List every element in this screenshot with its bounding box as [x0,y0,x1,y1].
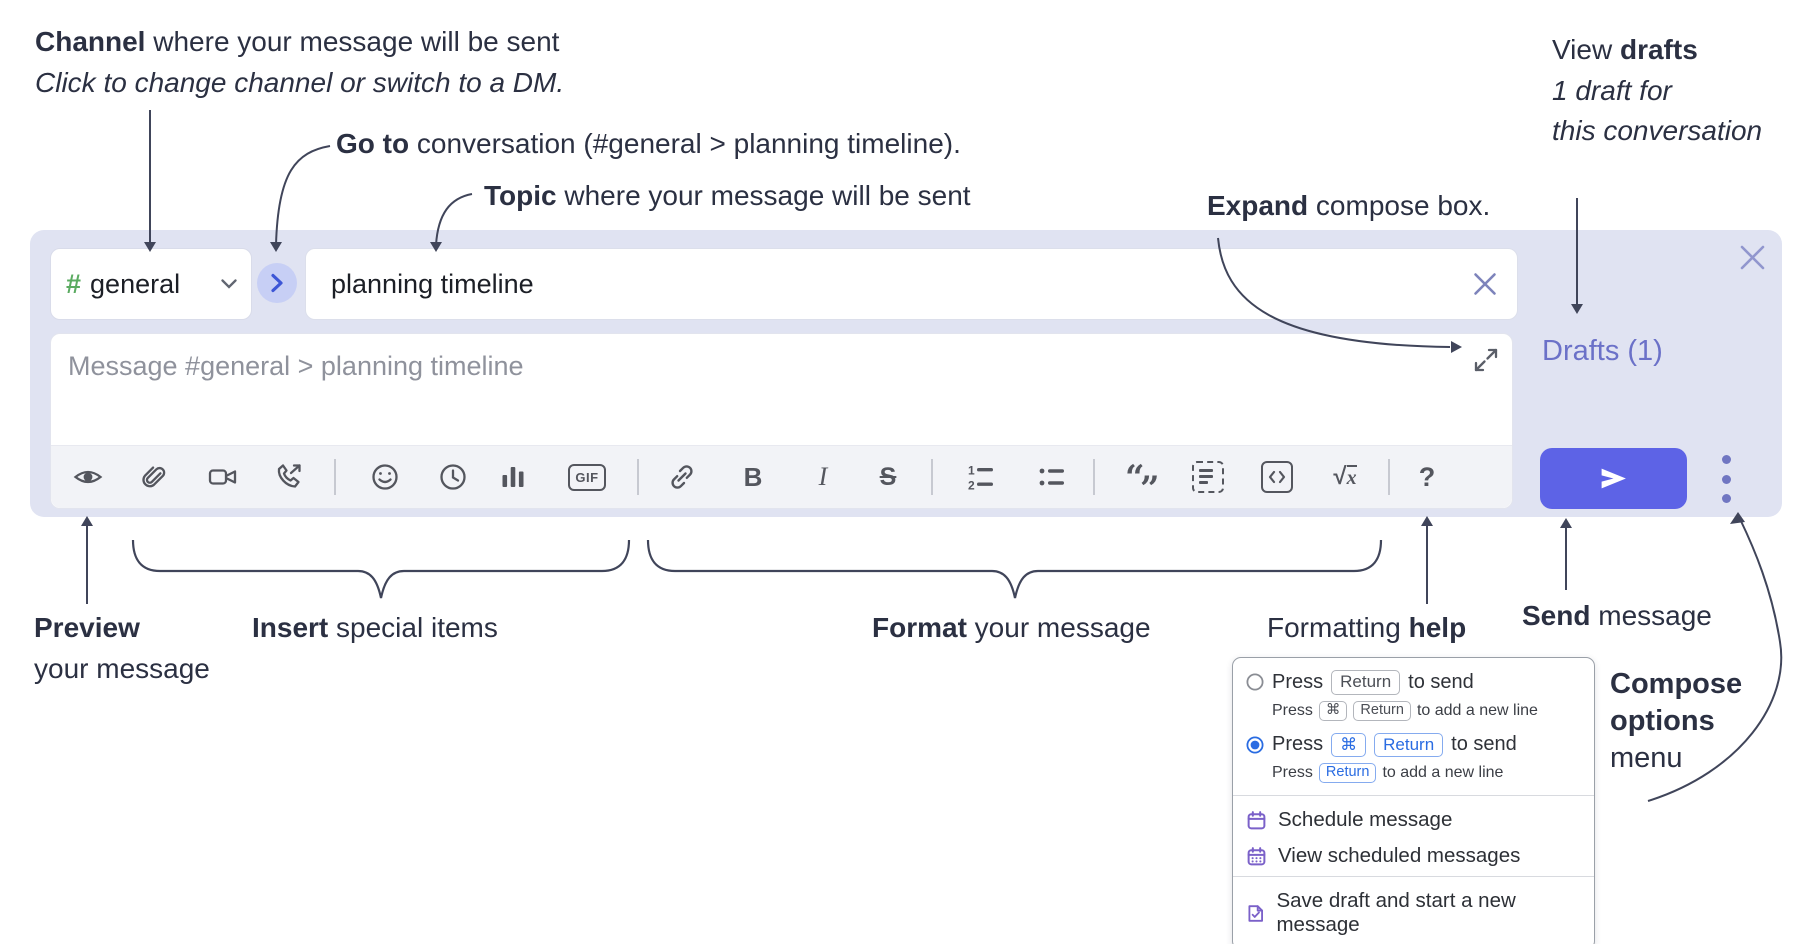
return-key: Return [1353,700,1411,721]
channel-name: general [90,268,181,299]
return-key: Return [1331,670,1401,695]
view-drafts-annotation: View drafts 1 draft for this conversatio… [1552,34,1763,147]
send-annotation: Send message [1522,600,1712,631]
return-key: Return [1374,732,1444,758]
radio-unselected-icon[interactable] [1246,673,1264,691]
blockquote-icon[interactable]: “” [1125,458,1160,509]
message-input[interactable]: Message #general > planning timeline [50,333,1513,509]
gif-icon[interactable]: GIF [562,446,612,508]
svg-text:2: 2 [968,479,975,493]
schedule-message-item[interactable]: Schedule message [1233,802,1594,838]
formula-icon[interactable]: √x [1333,463,1357,490]
send-mode-option-cmd-return-sub: Press Return to add a new line [1272,763,1504,784]
bullet-list-icon[interactable] [1032,446,1072,508]
format-annotation: Format your message [872,612,1151,643]
italic-icon[interactable]: I [818,462,828,491]
formatting-help-icon[interactable]: ? [1418,461,1436,492]
formatting-help-annotation: Formatting help [1267,612,1467,643]
svg-text:1: 1 [968,464,975,478]
expand-compose-icon[interactable] [1473,347,1499,373]
recent-clock-icon[interactable] [433,446,473,508]
toolbar-separator [334,459,336,495]
close-compose-icon[interactable] [1739,244,1766,271]
topic-value: planning timeline [331,268,534,299]
toolbar-separator [931,459,933,495]
menu-divider [1233,876,1594,878]
message-placeholder: Message #general > planning timeline [68,351,524,381]
view-scheduled-messages-item[interactable]: View scheduled messages [1233,838,1594,874]
compose-options-annotation: Compose options menu [1610,668,1743,775]
preview-eye-icon[interactable] [68,446,108,508]
topic-input[interactable]: planning timeline [305,248,1518,320]
chevron-down-icon [221,279,237,289]
send-mode-option-cmd-return[interactable]: Press ⌘ Return to send [1233,732,1594,758]
cmd-key: ⌘ [1318,700,1348,721]
draft-document-icon [1248,905,1264,922]
chevron-right-icon [271,273,283,293]
compose-options-menu: Press Return to send Press ⌘ Return to a… [1232,657,1595,944]
toolbar-separator [1388,459,1390,495]
send-button[interactable] [1540,448,1687,509]
send-mode-option-return-sub: Press ⌘ Return to add a new line [1272,700,1538,721]
radio-selected-icon[interactable] [1246,736,1264,754]
send-mode-option-return[interactable]: Press Return to send [1233,670,1594,695]
channel-selector[interactable]: # general [50,248,252,320]
channel-hash-icon: # [66,268,82,299]
compose-options-kebab-icon[interactable] [1712,455,1740,503]
toolbar-separator [1093,459,1095,495]
toolbar-separator [637,459,639,495]
topic-annotation: Topic where your message will be sent [484,180,971,211]
go-to-conversation-button[interactable] [257,263,297,303]
clear-topic-icon[interactable] [1473,272,1497,296]
preview-annotation: Preview your message [34,612,210,684]
drafts-link[interactable]: Drafts (1) [1542,335,1663,367]
cmd-key: ⌘ [1331,732,1367,758]
bold-icon[interactable]: B [743,461,763,492]
video-clip-icon[interactable] [203,446,243,508]
menu-divider [1233,795,1594,797]
calendar-icon [1247,810,1266,830]
expand-annotation: Expand compose box. [1207,190,1491,221]
audio-clip-icon[interactable] [269,446,309,508]
format-brace [646,539,1383,599]
insert-annotation: Insert special items [252,612,498,643]
emoji-icon[interactable] [365,446,405,508]
save-draft-item[interactable]: Save draft and start a new message [1233,883,1594,944]
attach-paperclip-icon[interactable] [134,446,174,508]
compose-box: # general planning timeline Message #gen… [30,230,1782,517]
text-snippet-icon[interactable] [1188,446,1228,508]
send-plane-icon [1601,468,1626,489]
link-icon[interactable] [662,446,702,508]
code-icon[interactable] [1257,446,1297,508]
return-key: Return [1318,763,1377,784]
channel-annotation: Channel where your message will be sent … [35,26,565,98]
strikethrough-icon[interactable]: S [879,462,897,491]
calendar-list-icon [1247,846,1266,866]
insert-brace [131,539,631,599]
goto-annotation: Go to conversation (#general > planning … [336,128,961,159]
poll-bars-icon[interactable] [493,446,533,508]
